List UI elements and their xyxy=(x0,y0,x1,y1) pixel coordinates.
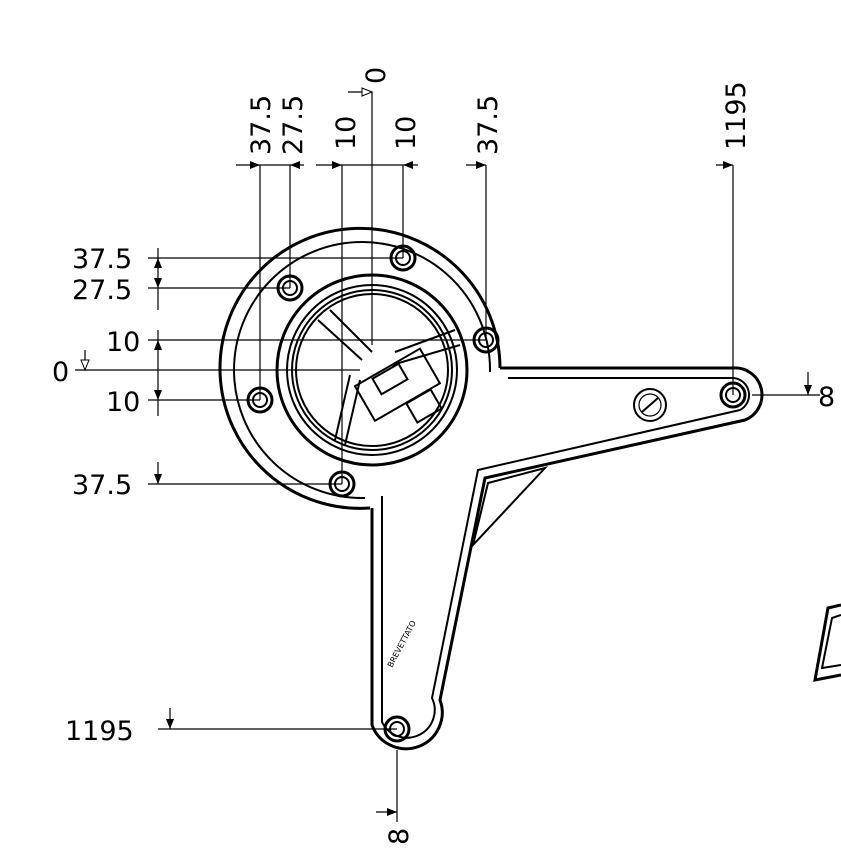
top-dim-37-5-right: 37.5 xyxy=(473,95,504,155)
bottom-dim-8: 8 xyxy=(384,828,415,845)
tripod-base-outline xyxy=(218,226,764,751)
left-dim-37-5-bottom: 37.5 xyxy=(72,470,132,501)
top-dim-10-right: 10 xyxy=(391,116,422,150)
left-dim-0: 0 xyxy=(52,357,69,388)
mounting-holes xyxy=(246,244,747,743)
left-dim-1195: 1195 xyxy=(65,716,134,747)
top-dim-10-left: 10 xyxy=(331,116,362,150)
left-dim-10-bottom: 10 xyxy=(106,387,140,418)
partial-view-fragment xyxy=(813,603,841,682)
top-extension-lines xyxy=(236,87,734,484)
left-dim-10-top: 10 xyxy=(106,327,140,358)
top-dim-0: 0 xyxy=(361,67,392,84)
side-extension-lines xyxy=(376,372,820,822)
top-dim-27-5: 27.5 xyxy=(278,95,309,155)
logo-emblem xyxy=(633,388,667,422)
top-dim-1195: 1195 xyxy=(721,81,752,150)
engraving-text: BREVETTATO xyxy=(386,619,418,669)
left-dim-37-5-top: 37.5 xyxy=(72,244,132,275)
top-dim-37-5-left: 37.5 xyxy=(246,95,277,155)
left-extension-lines xyxy=(75,248,486,730)
right-dim-8: 8 xyxy=(818,382,835,413)
left-dim-27-5: 27.5 xyxy=(72,275,132,306)
